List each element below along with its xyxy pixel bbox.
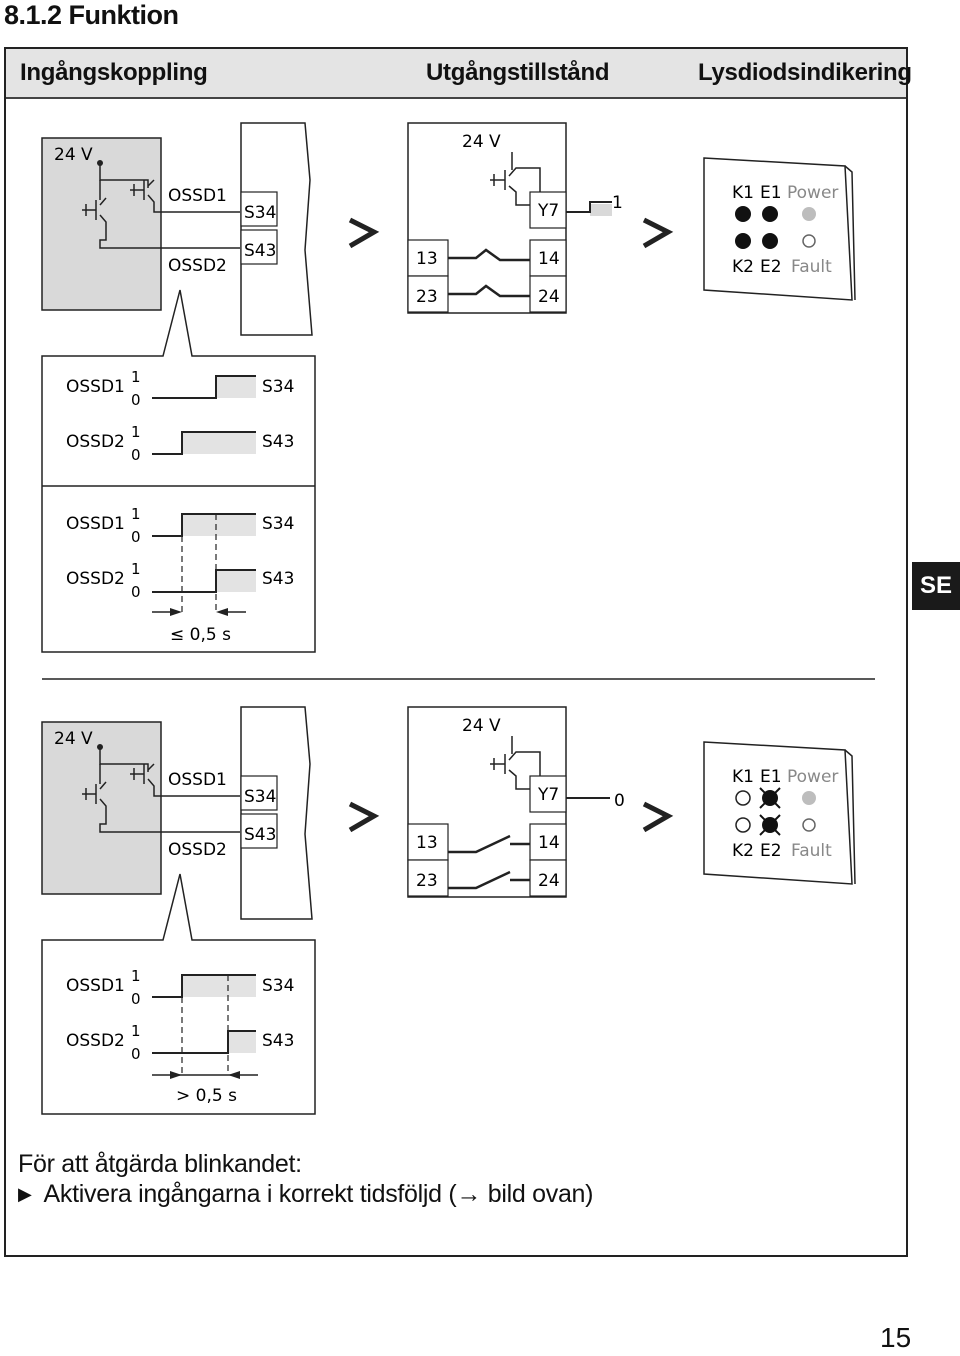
t14-label: 14 [538,833,560,853]
k1-led [735,206,751,222]
k1-label: K1 [732,767,754,787]
s34-label: S34 [244,787,276,807]
ossd2-label: OSSD2 [66,1031,125,1051]
t24-label: 24 [538,871,560,891]
s43-label: S43 [244,241,276,261]
ossd1-label: OSSD1 [168,186,227,206]
t23-label: 23 [416,287,438,307]
header-led-indication: Lysdiodsindikering [698,59,912,86]
function-table: Ingångskoppling Utgångstillstånd Lysdiod… [4,47,912,1257]
e1-label: E1 [760,767,782,787]
s34-label: S34 [262,514,294,534]
level-low: 0 [131,1045,141,1063]
case-incorrect: 24 V OSSD1 OSSD2 S34 S43 24 V Y7 13 14 2… [42,707,855,1115]
fault-label: Fault [791,257,832,277]
language-tab: SE [912,562,960,610]
ossd1-label: OSSD1 [168,770,227,790]
power-label: Power [787,183,838,203]
s43-label: S43 [262,569,294,589]
ossd1-label: OSSD1 [66,377,125,397]
fault-label: Fault [791,841,832,861]
level-low: 0 [131,446,141,464]
s43-label: S43 [262,1031,294,1051]
e1-led-flashing [759,787,781,809]
level-low: 0 [131,391,141,409]
note-instruction-text: Aktivera ingångarna i korrekt tidsföljd … [43,1180,594,1208]
power-led [802,207,816,221]
t14-label: 14 [538,249,560,269]
t13-label: 13 [416,249,438,269]
y7-state: 0 [614,791,625,811]
s34-label: S34 [262,377,294,397]
section-title: 8.1.2 Funktion [4,0,179,30]
t24-label: 24 [538,287,560,307]
ossd1-label: OSSD1 [66,514,125,534]
level-high: 1 [131,560,141,578]
s34-label: S34 [244,203,276,223]
k2-led [735,817,751,833]
ossd1-label: OSSD1 [66,976,125,996]
t13-label: 13 [416,833,438,853]
level-high: 1 [131,505,141,523]
page-number: 15 [880,1322,912,1353]
e1-label: E1 [760,183,782,203]
k2-label: K2 [732,841,754,861]
timing-label: ≤ 0,5 s [170,625,231,645]
fault-led [802,234,816,248]
s43-label: S43 [244,825,276,845]
supply-label: 24 V [54,145,93,165]
s34-label: S34 [262,976,294,996]
ossd2-label: OSSD2 [168,256,227,276]
k1-led [735,790,751,806]
e2-label: E2 [760,841,782,861]
e2-label: E2 [760,257,782,277]
ossd2-label: OSSD2 [168,840,227,860]
level-low: 0 [131,528,141,546]
ossd2-label: OSSD2 [66,432,125,452]
k2-label: K2 [732,257,754,277]
note-instruction: ▶ Aktivera ingångarna i korrekt tidsföljd… [18,1180,593,1209]
e2-led [762,233,778,249]
level-high: 1 [131,1022,141,1040]
level-high: 1 [131,423,141,441]
y7-label: Y7 [537,201,559,221]
e2-led-flashing [759,814,781,836]
supply-label: 24 V [54,729,93,749]
level-low: 0 [131,583,141,601]
s43-label: S43 [262,432,294,452]
y7-state: 1 [612,193,623,213]
level-high: 1 [131,967,141,985]
ossd2-label: OSSD2 [66,569,125,589]
t23-label: 23 [416,871,438,891]
power-label: Power [787,767,838,787]
y7-label: Y7 [537,785,559,805]
header-output-state: Utgångstillstånd [426,59,610,86]
output-supply-label: 24 V [462,716,501,736]
k1-label: K1 [732,183,754,203]
timing-label: > 0,5 s [176,1086,237,1106]
note-intro: För att åtgärda blinkandet: [18,1150,302,1178]
output-supply-label: 24 V [462,132,501,152]
case-correct: 24 V OSSD1 OSSD2 S34 S43 24 V Y7 13 14 2… [42,123,855,653]
level-high: 1 [131,368,141,386]
fault-led [802,818,816,832]
level-low: 0 [131,990,141,1008]
table-header: Ingångskoppling Utgångstillstånd Lysdiod… [6,49,912,99]
e1-led [762,206,778,222]
bullet-icon: ▶ [18,1184,32,1204]
k2-led [735,233,751,249]
power-led [802,791,816,805]
header-input-circuit: Ingångskoppling [20,59,208,86]
